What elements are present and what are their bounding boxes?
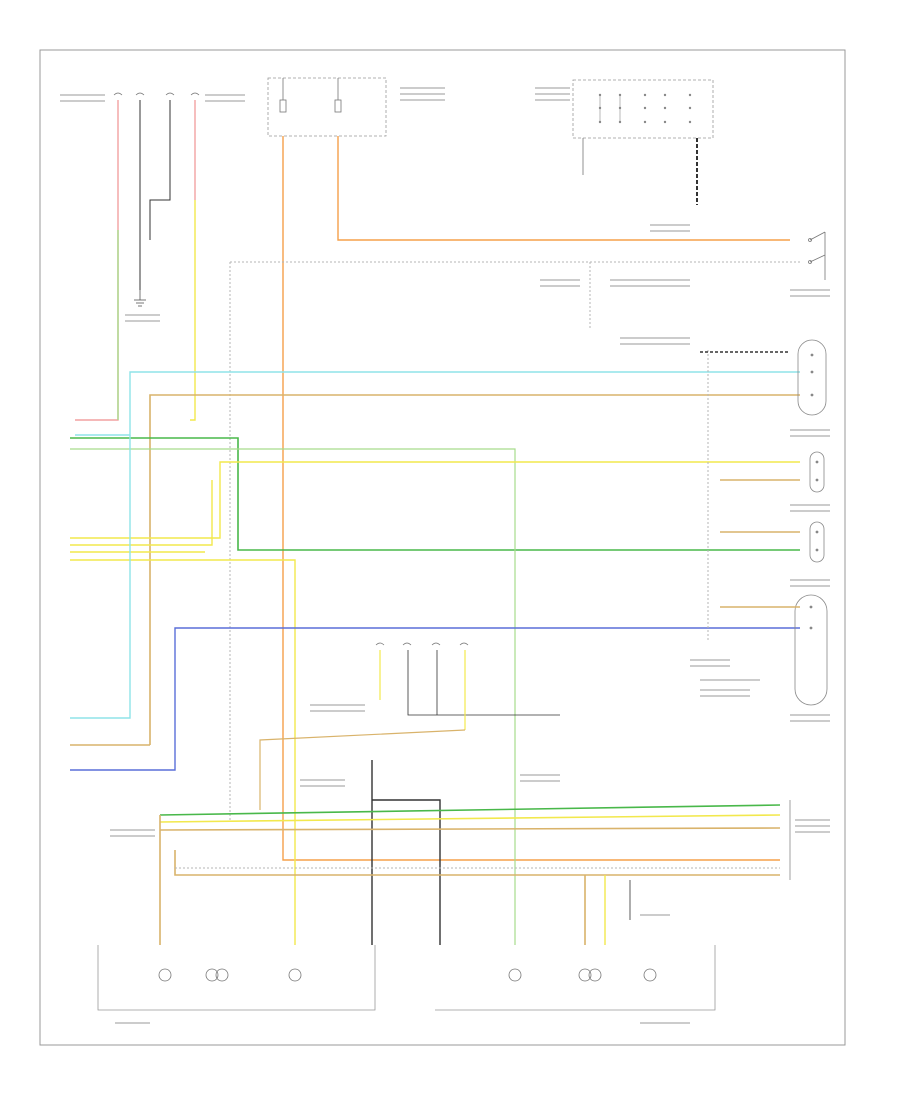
label-placeholders (60, 87, 830, 1024)
right-bulbs (508, 968, 657, 982)
wire-cyan-upper (75, 371, 800, 436)
top-left-leads (75, 100, 196, 421)
switch-box (572, 79, 714, 139)
switch-box-contacts (598, 93, 692, 124)
left-bulbs (158, 968, 302, 982)
center-leads (259, 650, 560, 810)
wire-black-center (371, 760, 441, 945)
wire-yellow-group (70, 461, 800, 945)
ground-symbol-left (134, 290, 146, 307)
right-tail-lamp-box (435, 945, 716, 1011)
wire-cyan-lower (70, 435, 131, 719)
wire-blue (70, 627, 800, 771)
wire-green-mid (70, 437, 800, 551)
wire-tan-upper (149, 394, 800, 745)
fuse-block-fuses (279, 78, 342, 113)
fuse-block-box (267, 77, 387, 137)
bottom-bus (159, 804, 781, 876)
wire-orange-main (282, 136, 780, 861)
switch-box-links (599, 95, 621, 122)
left-tail-lamp-box (97, 945, 376, 1011)
wire-light-green (70, 448, 516, 945)
connector-symbols-top-left (113, 92, 200, 96)
right-lamp-contacts (809, 353, 819, 630)
right-lamp-connectors (794, 339, 828, 706)
wire-orange-switch (337, 136, 790, 241)
brake-switch-symbol (808, 231, 826, 280)
diagram-frame (39, 49, 846, 1046)
center-pigtails (375, 642, 469, 646)
